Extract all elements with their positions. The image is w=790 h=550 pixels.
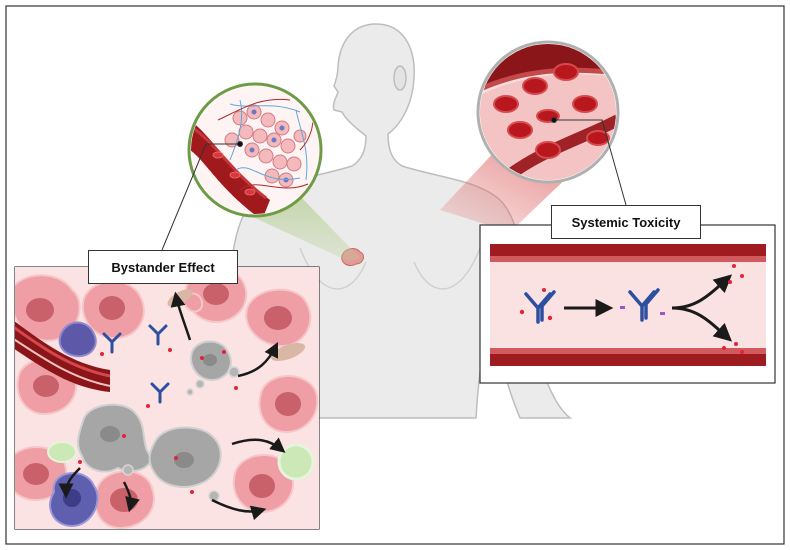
bystander-effect-label: Bystander Effect <box>88 250 238 284</box>
antibody-icon <box>102 324 170 404</box>
systemic-toxicity-label: Systemic Toxicity <box>551 205 701 239</box>
vessel-zoom-circle <box>476 40 620 184</box>
arrow-icon <box>58 291 286 521</box>
outer-frame <box>5 5 785 545</box>
tumor-zoom-circle <box>187 82 323 218</box>
systemic-toxicity-panel <box>479 224 776 384</box>
bystander-effect-panel <box>14 266 320 530</box>
payload-icon <box>78 348 238 494</box>
leader-lines <box>161 117 627 251</box>
